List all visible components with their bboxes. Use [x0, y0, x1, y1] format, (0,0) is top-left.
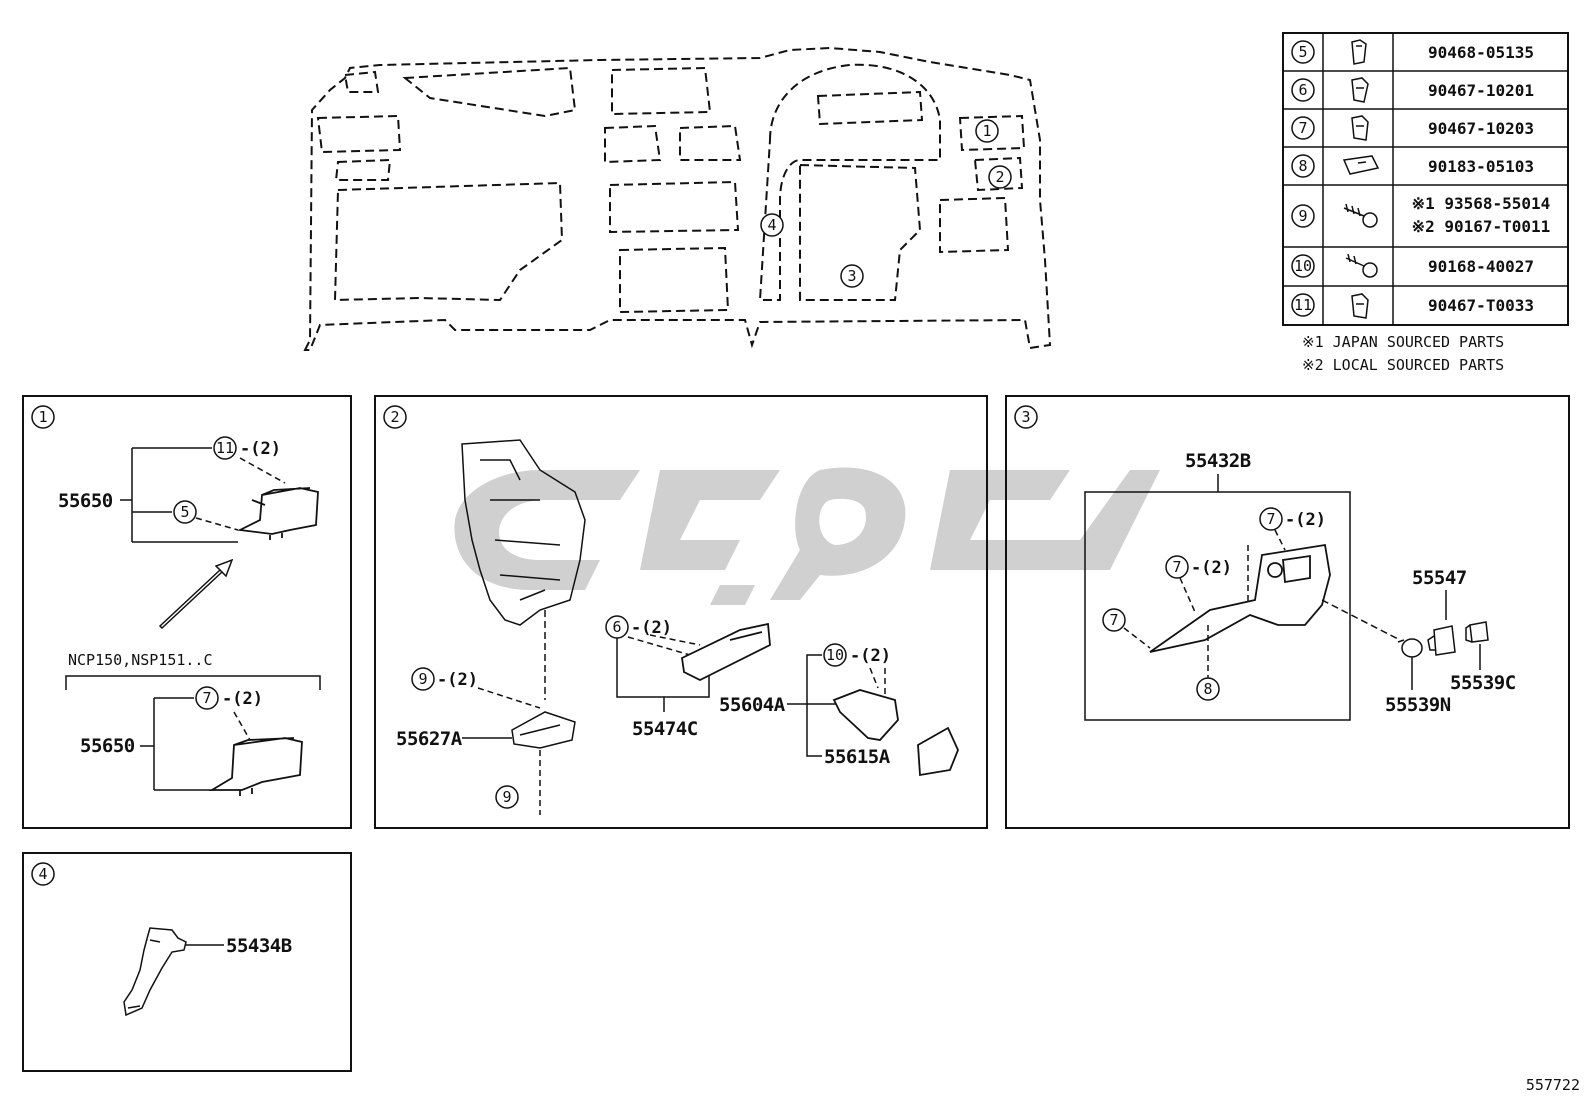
svg-text:10: 10 [826, 646, 844, 664]
svg-text:7: 7 [1172, 558, 1181, 576]
air-vent-upper [236, 487, 319, 540]
svg-text:8: 8 [1203, 680, 1212, 698]
bracket-55434B [123, 927, 187, 1017]
svg-text:90468-05135: 90468-05135 [1428, 43, 1534, 62]
table-row[interactable]: 7 90467-10203 [1291, 115, 1534, 141]
part-label-55615A[interactable]: 55615A [824, 746, 891, 768]
svg-text:9: 9 [502, 788, 511, 806]
svg-text:4: 4 [767, 216, 776, 234]
clip-icon [1351, 115, 1369, 141]
table-row[interactable]: 10 90168-40027 [1291, 253, 1534, 278]
svg-text:-(2): -(2) [437, 670, 478, 690]
svg-text:-(2): -(2) [631, 618, 672, 638]
watermark-logo [454, 467, 1160, 605]
panel-2: 2 9 -(2) 55627A 9 6 -(2) 55474C 10 -(2) … [374, 395, 988, 829]
air-vent-lower [208, 737, 303, 796]
svg-text:90467-10201: 90467-10201 [1428, 81, 1534, 100]
svg-text:9: 9 [1298, 207, 1307, 225]
svg-text:2: 2 [995, 168, 1004, 186]
svg-text:-(2): -(2) [1285, 510, 1326, 530]
arrow-icon [158, 558, 234, 630]
overview-callout-3[interactable] [840, 264, 864, 288]
panel-1: 1 55650 11 -(2) 5 NCP150,NSP151..C 55650… [22, 395, 352, 829]
plug-55539N [1397, 638, 1423, 658]
svg-text:8: 8 [1298, 157, 1307, 175]
dash-bracket-assembly [461, 439, 586, 626]
overview-callout-4[interactable] [760, 213, 784, 237]
svg-text:5: 5 [180, 503, 189, 521]
svg-text:7: 7 [202, 689, 211, 707]
svg-text:-(2): -(2) [1191, 558, 1232, 578]
svg-text:10: 10 [1294, 257, 1312, 275]
switch-55547 [1427, 625, 1456, 656]
svg-text:90183-05103: 90183-05103 [1428, 157, 1534, 176]
part-label-55627A[interactable]: 55627A [396, 728, 463, 750]
svg-text:11: 11 [1294, 296, 1312, 314]
note-japan-sourced: ※1 JAPAN SOURCED PARTS [1302, 333, 1504, 351]
svg-text:90467-T0033: 90467-T0033 [1428, 296, 1534, 315]
cover-55474C [681, 622, 771, 682]
svg-text:-(2): -(2) [850, 646, 891, 666]
part-label-55650-upper[interactable]: 55650 [58, 490, 113, 512]
part-label-55539N[interactable]: 55539N [1385, 694, 1451, 716]
screw-head-icon [1362, 212, 1378, 228]
svg-text:※1 93568-55014: ※1 93568-55014 [1412, 194, 1551, 213]
screw-head-icon [1362, 262, 1378, 278]
table-row[interactable]: 9 ※1 93568-55014 ※2 90167-T0011 [1291, 194, 1551, 236]
nut-icon [1342, 155, 1380, 175]
overview-callout-2[interactable] [988, 165, 1012, 189]
part-label-55432B[interactable]: 55432B [1185, 450, 1251, 472]
svg-text:5: 5 [1298, 43, 1307, 61]
part-label-55539C[interactable]: 55539C [1450, 672, 1516, 694]
clip-icon [1351, 77, 1369, 103]
svg-text:6: 6 [1298, 81, 1307, 99]
cap-55539C [1465, 621, 1489, 643]
part-label-55650-lower[interactable]: 55650 [80, 735, 135, 757]
svg-text:9: 9 [418, 670, 427, 688]
svg-text:7: 7 [1109, 611, 1118, 629]
part-label-55474C[interactable]: 55474C [632, 718, 698, 740]
table-row[interactable]: 6 90467-10201 [1291, 77, 1534, 103]
part-label-55547[interactable]: 55547 [1412, 567, 1467, 589]
lower-panel-55432B [1149, 543, 1331, 653]
screw-icon [1343, 203, 1365, 217]
bracket-55627A [511, 711, 576, 749]
cover-55604A [832, 689, 899, 741]
svg-text:1: 1 [982, 122, 991, 140]
table-row[interactable]: 5 90468-05135 [1291, 39, 1534, 65]
svg-text:3: 3 [847, 267, 856, 285]
table-row[interactable]: 8 90183-05103 [1291, 154, 1534, 178]
clip-icon [1351, 39, 1367, 65]
svg-text:7: 7 [1298, 119, 1307, 137]
overview-callout-1[interactable] [975, 119, 999, 143]
clip-icon [1351, 293, 1369, 319]
svg-text:7: 7 [1266, 510, 1275, 528]
panel-1-index: 1 [38, 408, 47, 426]
screw-icon [1345, 253, 1365, 267]
dashboard-overview [303, 46, 1052, 351]
parts-table: 5 90468-05135 6 90467-10201 7 90467-1020… [1282, 32, 1569, 326]
overview-callouts: 1 2 3 4 [760, 119, 1012, 288]
panel-3-index: 3 [1021, 408, 1030, 426]
panel-55615A [917, 726, 959, 777]
part-label-55434B[interactable]: 55434B [226, 935, 292, 957]
svg-text:-(2): -(2) [240, 439, 281, 459]
panel-3: 3 55432B 7 -(2) 7 -(2) 7 8 55547 55539N … [1005, 395, 1570, 829]
svg-text:90168-40027: 90168-40027 [1428, 257, 1534, 276]
note-local-sourced: ※2 LOCAL SOURCED PARTS [1302, 356, 1504, 374]
table-row[interactable]: 11 90467-T0033 [1291, 293, 1534, 319]
panel-4-index: 4 [38, 865, 47, 883]
svg-text:-(2): -(2) [222, 689, 263, 709]
illustration-number: 557722 [1526, 1076, 1580, 1094]
svg-text:※2 90167-T0011: ※2 90167-T0011 [1412, 217, 1551, 236]
svg-text:6: 6 [612, 618, 621, 636]
variant-label: NCP150,NSP151..C [68, 651, 213, 669]
svg-text:90467-10203: 90467-10203 [1428, 119, 1534, 138]
panel-4: 4 55434B [22, 852, 352, 1072]
part-label-55604A[interactable]: 55604A [719, 694, 786, 716]
svg-text:11: 11 [216, 439, 234, 457]
panel-2-index: 2 [390, 408, 399, 426]
